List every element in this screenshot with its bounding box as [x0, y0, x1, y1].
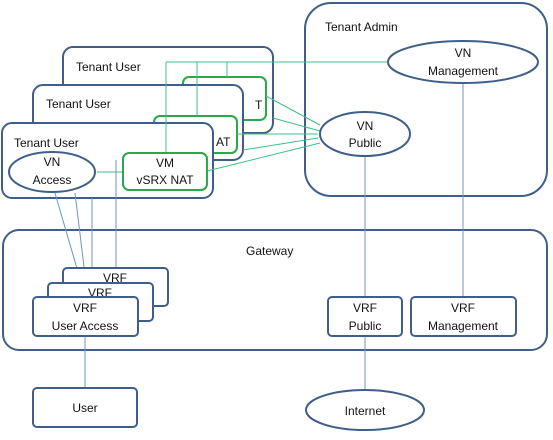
vm-middle-partial-label: AT — [216, 135, 231, 149]
vrf-user-access-node — [32, 296, 139, 337]
vn-access-label-line1: VN — [44, 155, 61, 169]
vrf-public-label-line2: Public — [349, 319, 382, 333]
tenant-user-middle-title: Tenant User — [46, 97, 111, 111]
vrf-public-label-line1: VRF — [353, 301, 377, 315]
vn-access-label-line2: Access — [33, 173, 72, 187]
connector-lines — [54, 61, 464, 391]
tenant-user-front-title: Tenant User — [14, 136, 79, 150]
vrf-user-access-label-line1: VRF — [73, 301, 97, 315]
tenant-user-back-title: Tenant User — [76, 60, 141, 74]
gateway-title: Gateway — [246, 244, 293, 258]
vm-front-label-line2: vSRX NAT — [136, 173, 194, 187]
vrf-management-label-line2: Management — [428, 319, 499, 333]
tenant-admin-title: Tenant Admin — [325, 20, 398, 34]
vn-public-label-line2: Public — [349, 136, 382, 150]
user-label: User — [72, 401, 97, 415]
vn-access-node — [8, 151, 96, 193]
line-vm-back-to-vn-public — [265, 95, 321, 126]
vn-management-label-line2: Management — [428, 64, 499, 78]
internet-label: Internet — [345, 404, 386, 418]
vn-management-node — [387, 40, 539, 84]
vm-back-partial-label: T — [255, 98, 263, 112]
line-tenant-middle-to-vn-public — [242, 137, 319, 151]
vn-public-node — [319, 111, 411, 157]
vrf-stack-back-label: VRF — [103, 271, 127, 285]
vrf-public-node — [327, 296, 403, 337]
user-node — [32, 387, 138, 428]
line-vm-front-to-vn-public — [206, 142, 321, 172]
vrf-management-label-line1: VRF — [451, 301, 475, 315]
vm-front-node — [122, 152, 208, 191]
line-vm-back-box-to-vn-public — [272, 117, 321, 132]
vn-public-label-line1: VN — [357, 119, 374, 133]
internet-node — [305, 389, 425, 431]
vrf-user-access-label-line2: User Access — [52, 319, 119, 333]
vn-management-label-line1: VN — [455, 46, 472, 60]
vrf-management-node — [410, 296, 517, 337]
vm-front-label-line1: VM — [156, 156, 174, 170]
